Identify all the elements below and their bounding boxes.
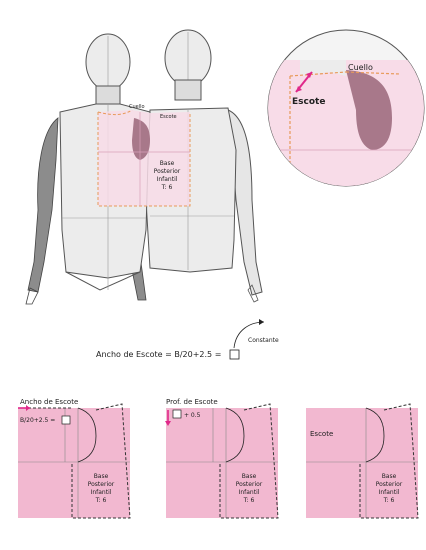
base-label-4: T: 6 [161,184,173,191]
zoom-cuello-label: Cuello [348,63,373,72]
panel1-base-1: Base [94,473,109,480]
panel3-base-1: Base [382,473,397,480]
front-left-arm [27,117,59,293]
panel3-base-3: Infantil [379,489,400,496]
panel2-title: Prof. de Escote [166,398,218,406]
formula-text: Ancho de Escote = B/20+2.5 = [96,350,221,359]
base-label-1: Base [160,160,175,167]
escote-small-label: Escote [160,114,177,120]
formula-box [229,349,240,360]
panel1-base-3: Infantil [91,489,112,496]
back-pattern-overlay: Cuello Escote Base Posterior Infantil T:… [97,104,191,207]
base-label-3: Infantil [157,176,178,183]
panel-prof-escote: Prof. de Escote + 0.5 Base Posterior Inf… [165,398,279,519]
armhole-shape [132,118,150,160]
panel2-base-4: T: 6 [243,497,255,504]
panel2-base-2: Posterior [236,481,263,488]
panel2-base-1: Base [242,473,257,480]
panel2-formula: + 0.5 [184,412,201,419]
base-label-2: Posterior [154,168,181,175]
zoom-escote-label: Escote [292,97,325,107]
zoom-detail: Cuello Escote [267,29,425,187]
panel1-base-4: T: 6 [95,497,107,504]
panel1-formula: B/20+2.5 = [20,417,55,424]
panel-ancho-escote: Ancho de Escote B/20+2.5 = Base Posterio… [18,398,131,519]
panel2-base-3: Infantil [239,489,260,496]
panel1-title: Ancho de Escote [20,398,78,406]
panel3-title: Escote [310,430,333,438]
formula-block: Ancho de Escote = B/20+2.5 = Constante [96,319,279,360]
panel-escote: Escote Base Posterior Infantil T: 6 [306,403,419,519]
constante-label: Constante [248,337,279,344]
panel3-base-2: Posterior [376,481,403,488]
panel3-base-4: T: 6 [383,497,395,504]
cuello-small-label: Cuello [129,104,145,110]
panel1-base-2: Posterior [88,481,115,488]
